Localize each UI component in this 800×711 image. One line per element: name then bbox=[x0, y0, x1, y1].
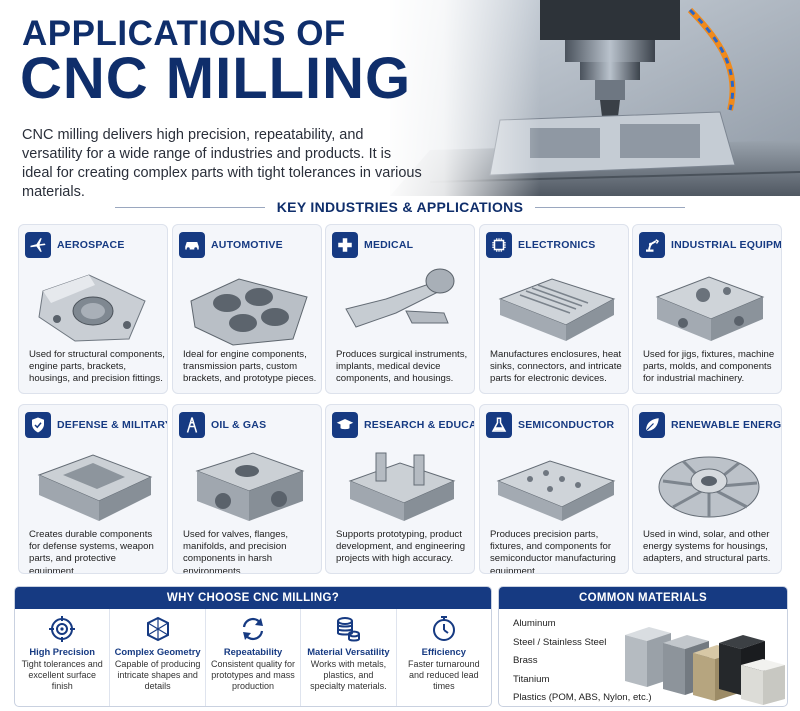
divider bbox=[535, 206, 686, 208]
header-banner: APPLICATIONS OF CNC MILLING CNC milling … bbox=[0, 0, 800, 196]
industry-card-industrial-equipment: INDUSTRIAL EQUIPMENT Used for jigs, fixt… bbox=[632, 224, 782, 394]
industry-card-automotive: AUTOMOTIVE Ideal for engine components, … bbox=[172, 224, 322, 394]
material-item: Aluminum bbox=[513, 618, 556, 629]
benefit-efficiency: Efficiency Faster turnaround and reduced… bbox=[397, 609, 491, 706]
benefit-material-versatility: Material Versatility Works with metals, … bbox=[301, 609, 397, 706]
page-title-line2: CNC MILLING bbox=[20, 46, 412, 111]
refresh-icon bbox=[242, 617, 264, 641]
common-materials-panel: COMMON MATERIALS Aluminum Steel / Stainl… bbox=[498, 586, 788, 707]
material-blocks-image bbox=[625, 627, 785, 705]
chip-icon bbox=[486, 232, 512, 258]
industry-card-electronics: ELECTRONICS Manufactures enclosures, hea… bbox=[479, 224, 629, 394]
material-item: Titanium bbox=[513, 673, 550, 685]
common-materials-title: COMMON MATERIALS bbox=[499, 587, 787, 609]
automotive-part-image bbox=[190, 278, 308, 346]
material-item: Plastics (POM, ABS, Nylon, etc.) bbox=[513, 692, 652, 703]
aerospace-part-image bbox=[38, 274, 146, 342]
electronics-part-image bbox=[498, 278, 616, 341]
shield-icon bbox=[25, 412, 51, 438]
renewable-part-image bbox=[658, 456, 760, 518]
flask-icon bbox=[486, 412, 512, 438]
stack-coins-icon bbox=[337, 617, 361, 642]
industry-card-oil-gas: OIL & GAS Used for valves, flanges, mani… bbox=[172, 404, 322, 574]
semiconductor-part-image bbox=[496, 460, 616, 521]
industry-card-semiconductor: SEMICONDUCTOR Produces precision parts, … bbox=[479, 404, 629, 574]
industry-card-aerospace: AEROSPACE Used for structural components… bbox=[18, 224, 168, 394]
why-choose-title: WHY CHOOSE CNC MILLING? bbox=[15, 587, 491, 609]
material-item: Steel / Stainless Steel bbox=[513, 636, 607, 648]
material-item: Brass bbox=[513, 655, 538, 666]
benefit-repeatability: Repeatability Consistent quality for pro… bbox=[206, 609, 302, 706]
industry-card-defense-military: DEFENSE & MILITARY Creates durable compo… bbox=[18, 404, 168, 574]
target-icon bbox=[49, 616, 76, 642]
industry-card-medical: MEDICAL Produces surgical instruments, i… bbox=[325, 224, 475, 394]
industrial-part-image bbox=[655, 276, 765, 341]
medical-cross-icon bbox=[332, 232, 358, 258]
cube-network-icon bbox=[146, 616, 169, 642]
leaf-icon bbox=[639, 412, 665, 438]
airplane-icon bbox=[25, 232, 51, 258]
industry-card-research-education: RESEARCH & EDUCATION Supports prototypin… bbox=[325, 404, 475, 574]
robot-arm-icon bbox=[639, 232, 665, 258]
materials-list: Aluminum Steel / Stainless Steel Brass T… bbox=[513, 615, 652, 706]
defense-part-image bbox=[37, 454, 153, 521]
divider bbox=[114, 206, 265, 208]
benefit-complex-geometry: Complex Geometry Capable of producing in… bbox=[110, 609, 206, 706]
medical-part-image bbox=[345, 268, 455, 328]
intro-text: CNC milling delivers high precision, rep… bbox=[22, 127, 422, 196]
why-choose-panel: WHY CHOOSE CNC MILLING? High Precision T… bbox=[14, 586, 492, 707]
section-title: KEY INDUSTRIES & APPLICATIONS bbox=[0, 198, 800, 216]
oil-rig-icon bbox=[179, 412, 205, 438]
industry-card-renewable-energy: RENEWABLE ENERGY Used in wind, solar, an… bbox=[632, 404, 782, 574]
research-part-image bbox=[348, 452, 456, 521]
page-title-line1: APPLICATIONS OF bbox=[22, 14, 346, 53]
oil-gas-part-image bbox=[195, 452, 305, 521]
graduation-cap-icon bbox=[332, 412, 358, 438]
benefit-high-precision: High Precision Tight tolerances and exce… bbox=[15, 609, 111, 706]
stopwatch-icon bbox=[432, 616, 455, 641]
car-icon bbox=[179, 232, 205, 258]
